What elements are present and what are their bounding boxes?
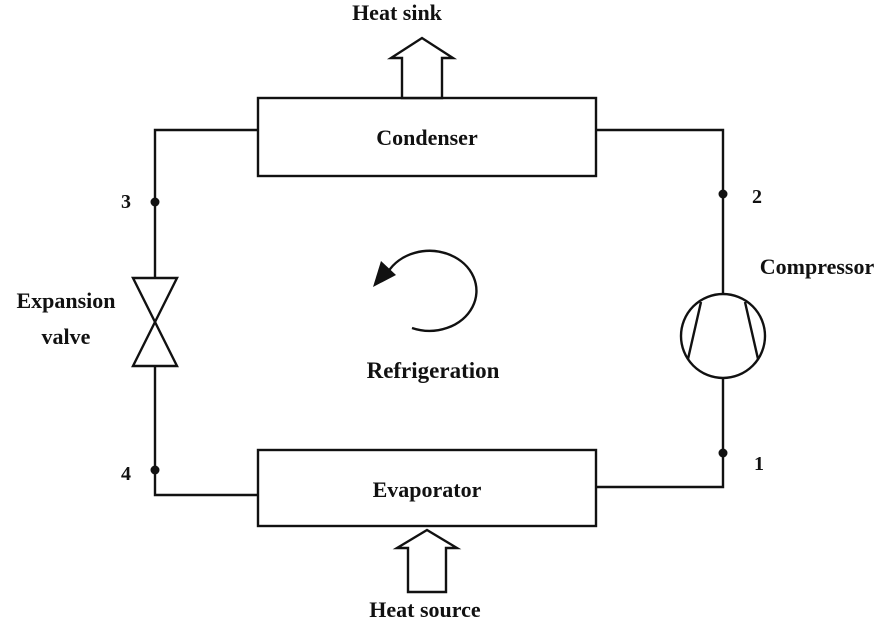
- condenser-label: Condenser: [376, 125, 478, 150]
- state-point-4-label: 4: [121, 463, 131, 485]
- state-point-dot: [150, 465, 160, 475]
- state-point-3-label: 3: [121, 191, 131, 213]
- pipe-compressor-to-condenser: [596, 128, 725, 295]
- expansion-valve-label-line1: Expansion: [16, 288, 115, 313]
- hollow-up-arrow-icon: [386, 36, 458, 100]
- bowtie-valve-icon: [131, 276, 179, 368]
- heat-sink-label: Heat sink: [352, 0, 443, 25]
- compressor-symbol-icon: [679, 292, 767, 380]
- state-point-1: 1: [718, 448, 764, 475]
- pipe-condenser-to-valve: [153, 128, 258, 278]
- clockwise-circular-arrow-icon: [373, 249, 478, 333]
- evaporator-box: [256, 448, 598, 528]
- state-point-2: 2: [718, 186, 762, 208]
- state-point-dot: [150, 197, 160, 207]
- condenser-box: [256, 96, 598, 178]
- state-point-dot: [718, 189, 728, 199]
- evaporator-label: Evaporator: [373, 477, 482, 502]
- expansion-valve-label-line2: valve: [42, 324, 91, 349]
- pipe-evaporator-to-compressor: [596, 377, 725, 489]
- state-point-4: 4: [121, 463, 160, 485]
- refrigeration-label: Refrigeration: [367, 358, 500, 383]
- state-point-dot: [718, 448, 728, 458]
- pipe-valve-to-evaporator: [153, 366, 258, 497]
- pipe-lines: [153, 128, 725, 497]
- state-point-1-label: 1: [754, 453, 764, 475]
- hollow-up-arrow-icon: [392, 528, 462, 594]
- heat-source-label: Heat source: [369, 597, 481, 622]
- compressor-label: Compressor: [760, 254, 875, 279]
- state-point-3: 3: [121, 191, 160, 213]
- state-point-2-label: 2: [752, 186, 762, 208]
